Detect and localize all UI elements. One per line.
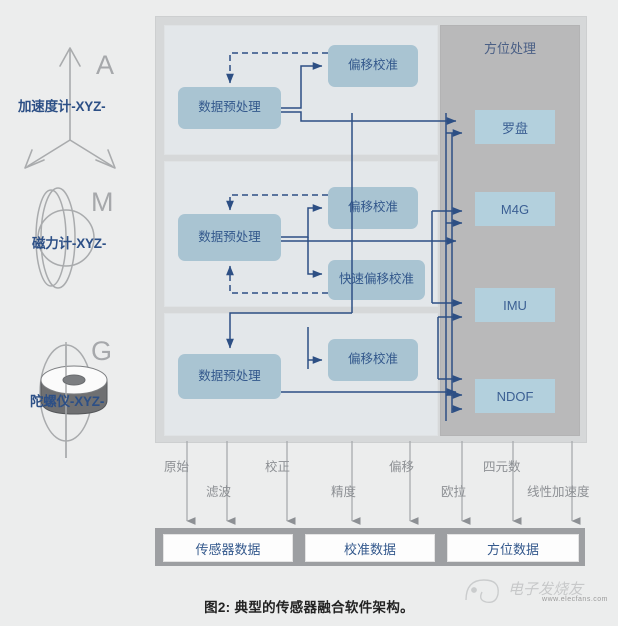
data-box-sensor-data[interactable]: 传感器数据 <box>163 534 293 562</box>
architecture-card: 方位处理 罗盘 M4G IMU NDOF 数据预处理 偏移校准 数据预处理 偏移… <box>155 16 587 443</box>
sensor-axis-letter: G <box>91 336 113 366</box>
orientation-output-m4g[interactable]: M4G <box>475 192 555 226</box>
orientation-output-ndof[interactable]: NDOF <box>475 379 555 413</box>
orientation-panel-title: 方位处理 <box>483 41 536 56</box>
flow-label-corrected: 校正 <box>265 460 291 474</box>
preprocess-block-gyroscope[interactable]: 数据预处理 <box>178 354 281 399</box>
orientation-processing-panel: 方位处理 罗盘 M4G IMU NDOF <box>440 25 580 436</box>
flow-label-linear-acceleration: 线性加速度 <box>527 485 590 499</box>
data-box-calibration-data[interactable]: 校准数据 <box>305 534 435 562</box>
figure-caption: 图2: 典型的传感器融合软件架构。 <box>204 600 414 615</box>
spinning-disc-icon <box>39 342 108 458</box>
flow-label-filter: 滤波 <box>206 485 232 499</box>
triaxial-arrows-icon <box>24 47 116 169</box>
orientation-output-imu[interactable]: IMU <box>475 288 555 322</box>
sensor-gyroscope: G 陀螺仪-XYZ- <box>8 318 158 463</box>
offset-calibration-magnetometer[interactable]: 偏移校准 <box>328 187 418 229</box>
flow-label-raw: 原始 <box>164 460 190 474</box>
watermark-logo-icon: 电子发烧友 <box>465 579 585 604</box>
sensor-accelerometer: A 加速度计-XYZ- <box>8 28 158 173</box>
data-box-orientation-data[interactable]: 方位数据 <box>447 534 579 562</box>
orientation-output-compass[interactable]: 罗盘 <box>475 110 555 144</box>
offset-calibration-gyroscope[interactable]: 偏移校准 <box>328 339 418 381</box>
sensor-label-magnetometer: 磁力计-XYZ- <box>32 236 107 251</box>
flow-label-quaternion: 四元数 <box>483 460 521 474</box>
sensor-magnetometer: M 磁力计-XYZ- <box>8 165 158 310</box>
sensor-axis-letter: A <box>96 50 115 80</box>
sensor-label-accelerometer: 加速度计-XYZ- <box>18 99 106 114</box>
flow-label-euler: 欧拉 <box>441 485 467 499</box>
fast-offset-calibration-magnetometer[interactable]: 快速偏移校准 <box>328 260 425 300</box>
svg-text:电子发烧友: 电子发烧友 <box>508 581 585 598</box>
preprocess-block-accelerometer[interactable]: 数据预处理 <box>178 87 281 129</box>
watermark-url: www.elecfans.com <box>542 596 608 603</box>
flow-label-accuracy: 精度 <box>331 485 357 499</box>
flow-label-offset: 偏移 <box>389 460 415 474</box>
output-data-bar: 传感器数据 校准数据 方位数据 <box>155 528 585 566</box>
sensor-label-gyroscope: 陀螺仪-XYZ- <box>30 394 105 409</box>
offset-calibration-accelerometer[interactable]: 偏移校准 <box>328 45 418 87</box>
magnetic-field-icon <box>35 187 95 289</box>
preprocess-block-magnetometer[interactable]: 数据预处理 <box>178 214 281 261</box>
sensor-axis-letter: M <box>91 187 114 217</box>
